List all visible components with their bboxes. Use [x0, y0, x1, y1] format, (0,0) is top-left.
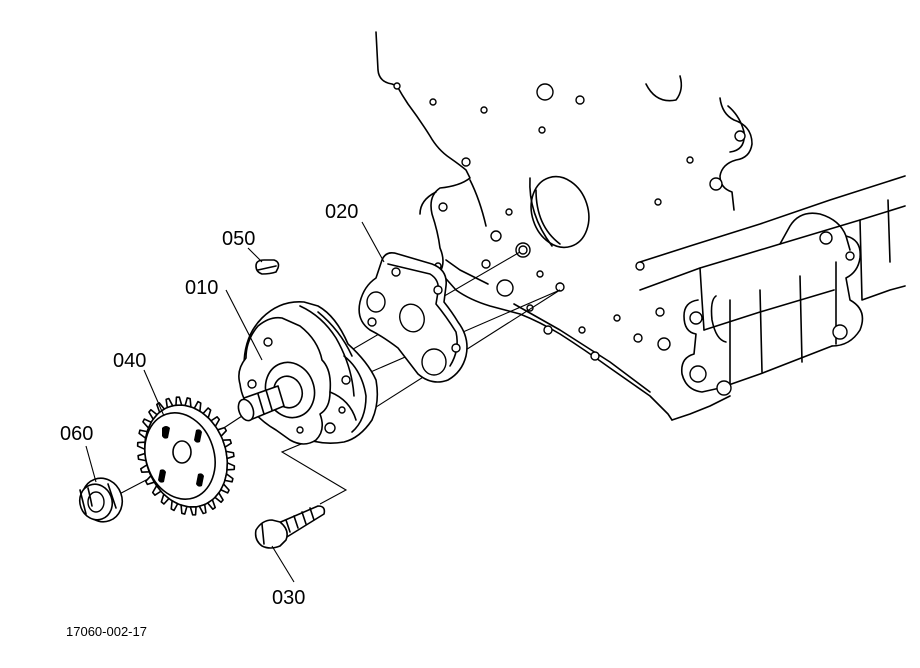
gear-tooth	[225, 450, 235, 460]
key-part-050	[255, 259, 280, 275]
gasket-part-020	[358, 252, 468, 383]
bolt-part-030	[254, 505, 326, 549]
gear-tooth	[170, 499, 179, 512]
callout-020: 020	[325, 201, 358, 223]
gear-tooth	[210, 416, 221, 428]
gear-tooth	[214, 492, 224, 504]
gear-tooth	[224, 473, 234, 483]
gear-tooth	[226, 462, 236, 471]
leader-030	[271, 545, 295, 583]
gear-tooth	[206, 498, 216, 510]
gear-tooth	[202, 407, 212, 419]
oil-pump-part-010	[237, 301, 379, 445]
leader-060	[85, 445, 97, 483]
callout-060: 060	[60, 423, 93, 445]
leader-040	[143, 369, 165, 417]
leader-010	[225, 289, 263, 361]
gear-tooth	[160, 493, 170, 505]
gear-tooth	[189, 505, 197, 516]
gear-part-040	[136, 396, 236, 516]
gear-tooth	[180, 504, 188, 515]
gear-tooth	[184, 397, 192, 408]
gear-tooth	[216, 426, 228, 437]
gear-tooth	[175, 396, 183, 407]
gear-tooth	[142, 418, 152, 429]
leader-020	[361, 221, 385, 263]
gear-tooth	[165, 397, 174, 409]
gear-tooth	[136, 441, 146, 450]
engine-block	[375, 31, 906, 421]
callout-030: 030	[272, 587, 305, 609]
gear-tooth	[148, 408, 158, 420]
leader-050	[247, 247, 263, 263]
gear-tooth	[193, 400, 202, 413]
gear-tooth	[151, 484, 162, 496]
callout-040: 040	[113, 350, 146, 372]
gear-tooth	[222, 438, 233, 448]
gear-tooth	[198, 503, 207, 515]
gear-tooth	[220, 483, 230, 494]
callout-050: 050	[222, 228, 255, 250]
drawing-code: 17060-002-17	[66, 624, 147, 639]
callout-010: 010	[185, 277, 218, 299]
gear-tooth	[138, 429, 148, 439]
nut-part-060	[78, 477, 124, 523]
